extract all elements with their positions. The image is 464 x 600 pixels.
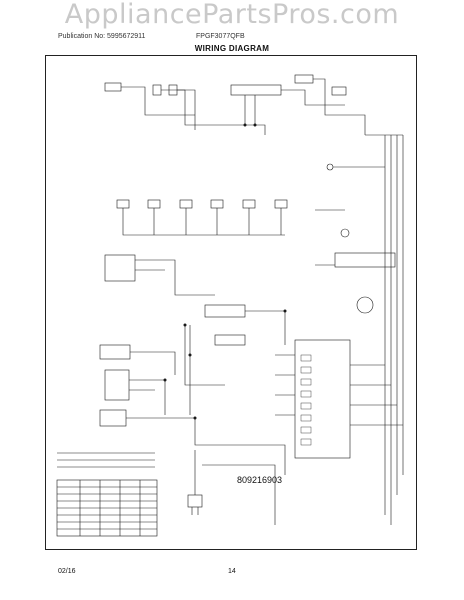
door-latch (104, 369, 130, 401)
door-switch (99, 344, 131, 360)
footer-date: 02/16 (58, 568, 76, 575)
page-number: 14 (228, 568, 236, 575)
electronic-control-board (294, 339, 351, 459)
power-cord-plug (187, 494, 203, 508)
bake-element (214, 334, 246, 346)
convection-motor (99, 409, 127, 427)
oven-lamp (356, 296, 374, 314)
publication-number: Publication No: 5995672911 (58, 33, 146, 40)
oven-lamp-socket (334, 252, 396, 268)
burner-ignitors (116, 199, 288, 209)
model-number: FPGF3077QFB (196, 33, 245, 40)
diagram-part-number: 809216903 (237, 475, 282, 485)
site-watermark: AppliancePartsPros.com (64, 0, 400, 30)
page-title: WIRING DIAGRAM (194, 44, 270, 53)
control-board-top (230, 84, 282, 96)
spark-module (104, 254, 136, 282)
oven-temp-sensor (104, 82, 122, 92)
diagram-frame (45, 55, 417, 550)
wiring-diagram: 809216903 (56, 74, 404, 537)
